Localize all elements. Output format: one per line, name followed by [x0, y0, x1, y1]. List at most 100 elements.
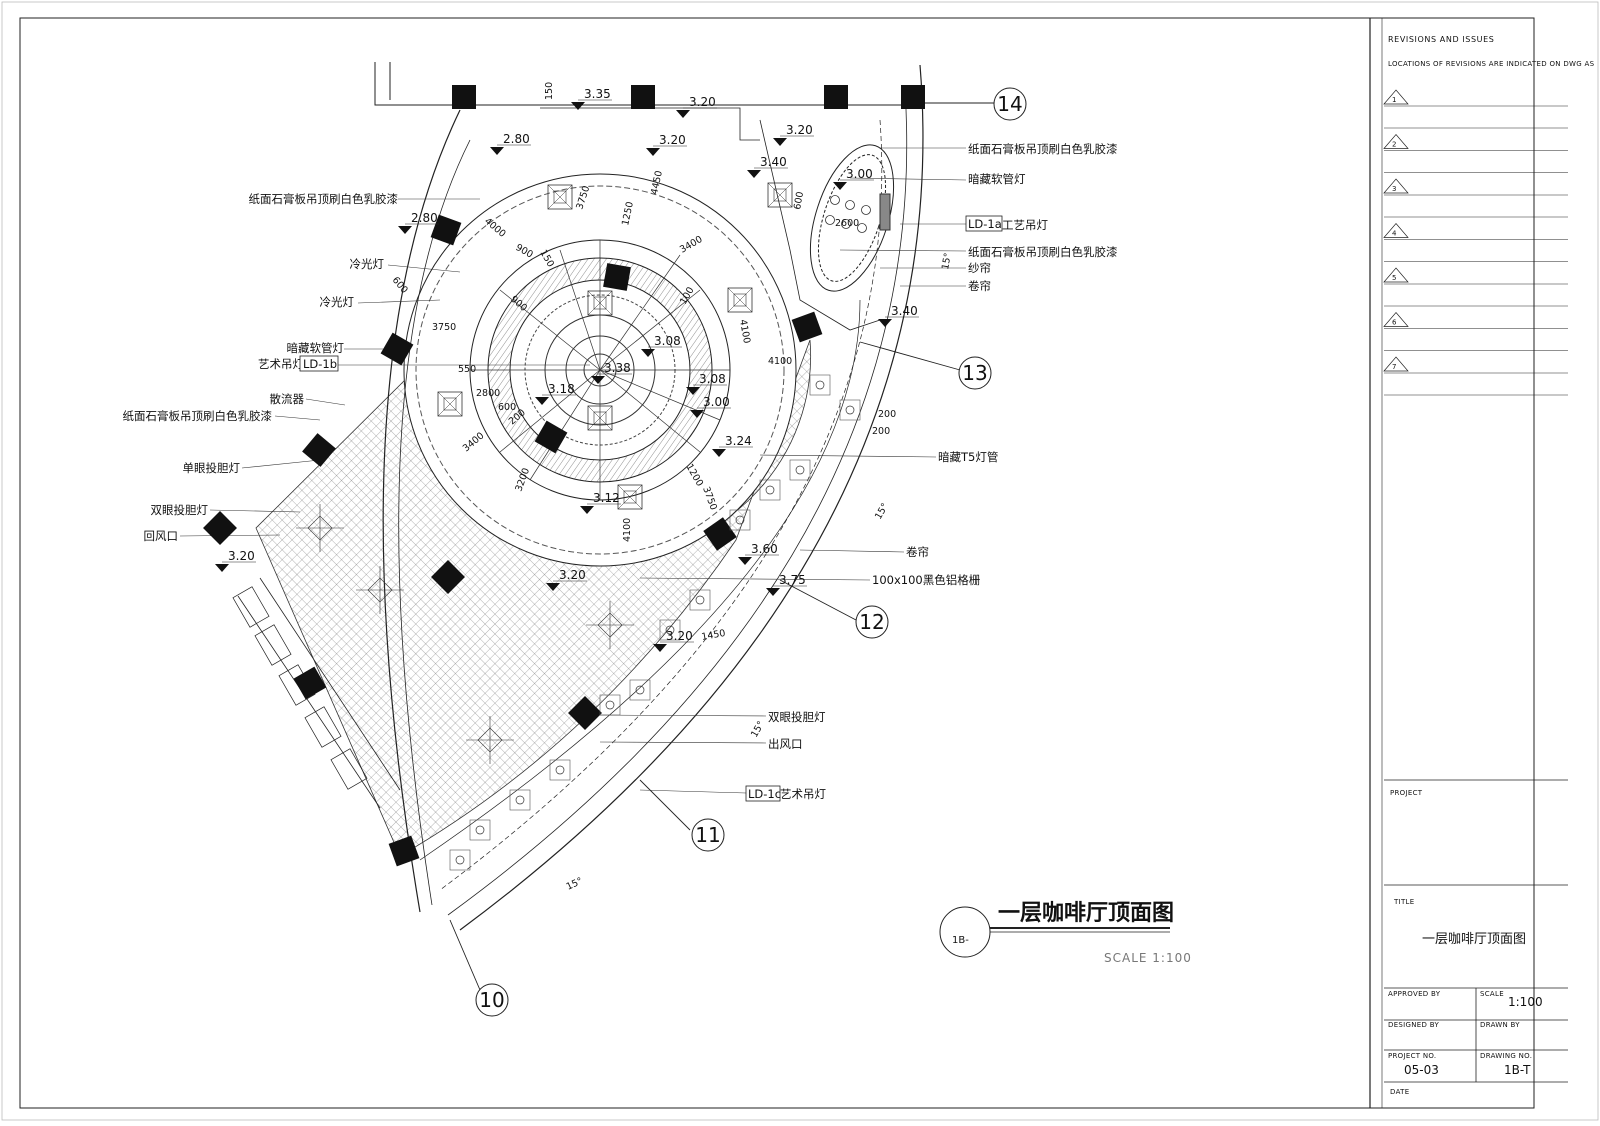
- west-panel-line-2: [259, 577, 401, 791]
- elevation-marker: 3.35: [571, 87, 612, 110]
- spot-light: [469, 819, 491, 841]
- spot-light: [789, 459, 811, 481]
- air-diffuser: [586, 601, 634, 649]
- elevation-marker: 3.00: [690, 395, 731, 418]
- revision-number: 2: [1392, 141, 1397, 149]
- revision-number: 5: [1392, 274, 1397, 282]
- title-block: [1369, 18, 1568, 1108]
- annotation-label: 艺术吊灯: [780, 787, 826, 801]
- radial-lines: [470, 240, 730, 500]
- revision-row: 7: [1383, 356, 1568, 396]
- elevation-marker: 3.08: [686, 372, 727, 395]
- ceiling-lamp: [587, 290, 613, 316]
- elevation-value: 3.24: [725, 434, 752, 448]
- spot-light: [509, 789, 531, 811]
- column: [603, 263, 631, 291]
- elevation-value: 3.20: [559, 568, 586, 582]
- dimension-value: 200: [872, 426, 890, 437]
- elevation-value: 3.08: [699, 372, 726, 386]
- dimension-value: 1250: [620, 201, 636, 227]
- drawing-no-label: DRAWING NO.: [1480, 1052, 1532, 1060]
- elevation-marker: 3.40: [747, 155, 788, 178]
- elevation-marker: 3.20: [773, 123, 814, 146]
- spot-light: [689, 589, 711, 611]
- elevation-marker: 3.12: [580, 491, 621, 514]
- dimension-value: 150: [544, 82, 555, 100]
- dimension-value: 2800: [476, 388, 500, 399]
- tag-box: [745, 785, 781, 802]
- elevation-value: 3.60: [751, 542, 778, 556]
- grid-bubble: 11: [691, 818, 725, 852]
- north-soffit: [540, 107, 760, 141]
- column: [203, 511, 237, 545]
- elevation-value: 3.35: [584, 87, 611, 101]
- annotation-label: 纱帘: [968, 261, 991, 275]
- elevation-marker: 3.40: [878, 304, 919, 327]
- east-curtain-line: [439, 119, 883, 891]
- drawing-bubble: [939, 906, 991, 958]
- elevation-marker: 2.80: [490, 132, 531, 155]
- dimension-value: 550: [458, 364, 476, 375]
- elevation-value: 3.18: [548, 382, 575, 396]
- dimension-value: 600: [792, 191, 806, 211]
- oval-booth-inner: [817, 154, 887, 282]
- east-curved-wall-outer: [459, 64, 924, 931]
- dimension-value: 4100: [768, 356, 792, 367]
- booth-seat: [841, 219, 851, 229]
- spot-light: [729, 509, 751, 531]
- column: [388, 835, 420, 867]
- drawing-no-value: 1B-T: [1504, 1063, 1531, 1077]
- elevation-value: 2.80: [503, 132, 530, 146]
- dimension-value: 200: [878, 409, 896, 420]
- dimension-value: 15°: [565, 876, 585, 893]
- fixture-tag-ld-1c: LD-1c: [748, 787, 781, 801]
- grid-leaders: [449, 102, 994, 991]
- column: [452, 85, 476, 109]
- light-fixtures: [296, 182, 871, 871]
- annotation-label: 纸面石膏板吊顶刷白色乳胶漆: [968, 142, 1118, 156]
- elevation-value: 3.40: [760, 155, 787, 169]
- designed-label: DESIGNED BY: [1388, 1021, 1439, 1029]
- elevation-value: 3.12: [593, 491, 620, 505]
- revision-row: 3: [1383, 178, 1568, 218]
- revision-row: 5: [1383, 267, 1568, 307]
- date-label: DATE: [1390, 1088, 1409, 1096]
- sheet-border: [19, 17, 1535, 1109]
- grid-label: 13: [962, 361, 987, 385]
- elevation-marker: 3.20: [546, 568, 587, 591]
- dimension-value: 4100: [737, 319, 752, 345]
- annotation-labels: 纸面石膏板吊顶刷白色乳胶漆冷光灯冷光灯暗藏软管灯艺术吊灯散流器纸面石膏板吊顶刷白…: [123, 142, 1118, 802]
- ceiling-lamp: [727, 287, 753, 313]
- dimension-value: 600: [390, 275, 410, 296]
- scale-label: SCALE: [1480, 990, 1504, 998]
- north-wall: [374, 62, 920, 106]
- west-panel-line: [237, 595, 381, 809]
- spot-light: [759, 479, 781, 501]
- annotation-label: 单眼投胆灯: [183, 461, 241, 475]
- elevation-marker: 3.20: [646, 133, 687, 156]
- grid-bubble: 13: [958, 356, 992, 390]
- annotation-label: 工艺吊灯: [1002, 218, 1048, 232]
- elevation-marker: 3.75: [766, 573, 807, 596]
- annotation-label: 100x100黑色铝格栅: [872, 573, 981, 587]
- elevation-marker: 3.60: [738, 542, 779, 565]
- elevation-value: 3.20: [689, 95, 716, 109]
- annotation-label: 艺术吊灯: [258, 357, 304, 371]
- drawing-title: 一层咖啡厅顶面图: [998, 901, 1174, 926]
- drawing-bubble-label: 1B-: [952, 935, 969, 946]
- annotation-label: 出风口: [768, 737, 803, 751]
- column: [431, 560, 465, 594]
- west-wall-inner: [398, 139, 471, 906]
- title-block-texts: REVISIONS AND ISSUES LOCATIONS OF REVISI…: [1388, 35, 1594, 1096]
- column: [380, 332, 414, 366]
- elevation-value: 3.00: [703, 395, 730, 409]
- ceiling-lamp: [767, 182, 793, 208]
- east-curved-wall-inner: [447, 89, 908, 916]
- ceiling-lamp: [617, 484, 643, 510]
- west-wall-outer: [382, 109, 461, 913]
- approved-label: APPROVED BY: [1388, 990, 1441, 998]
- revision-number: 6: [1392, 319, 1397, 327]
- grid-label: 11: [695, 823, 720, 847]
